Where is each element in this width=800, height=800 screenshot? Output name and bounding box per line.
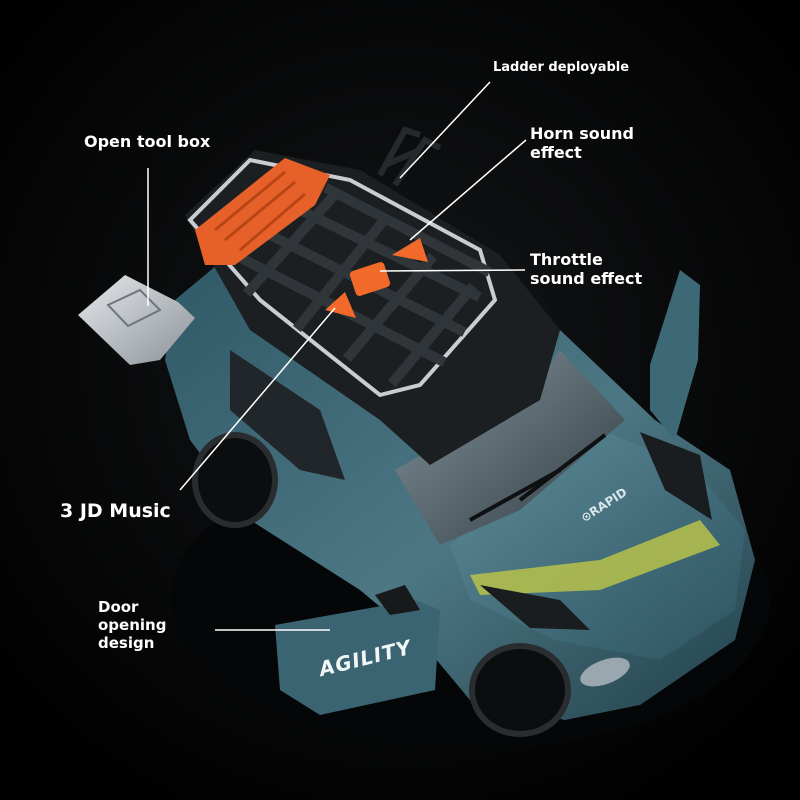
callout-music: 3 JD Music bbox=[60, 500, 171, 522]
callout-toolbox: Open tool box bbox=[84, 132, 211, 151]
rear-door-open bbox=[650, 270, 700, 440]
wiper-left bbox=[469, 468, 561, 522]
door-mirror bbox=[375, 585, 420, 615]
leader-line-ladder bbox=[399, 81, 491, 179]
hood-vent-left bbox=[480, 585, 590, 630]
ladder bbox=[377, 126, 442, 187]
wiper-right bbox=[518, 433, 607, 502]
tool-box-lid bbox=[78, 275, 195, 365]
leader-line-music bbox=[179, 307, 336, 491]
horn-button bbox=[392, 238, 428, 262]
windshield bbox=[395, 350, 625, 545]
hood-vent-right bbox=[640, 432, 712, 520]
leader-line-throttle bbox=[379, 269, 526, 272]
callout-door: Door opening design bbox=[98, 598, 167, 652]
leader-line-horn bbox=[409, 139, 527, 241]
callout-throttle: Throttle sound effect bbox=[530, 250, 643, 289]
side-window bbox=[230, 350, 345, 480]
headlight bbox=[580, 657, 630, 687]
hood-stripe bbox=[470, 520, 720, 595]
tool-box-lid-emboss bbox=[106, 288, 162, 328]
front-wheel bbox=[469, 643, 571, 737]
rear-wheel bbox=[192, 432, 278, 528]
callout-ladder: Ladder deployable bbox=[493, 60, 630, 75]
roof-tool-panel-ridges bbox=[214, 170, 306, 252]
front-door-open bbox=[275, 600, 440, 715]
callout-horn: Horn sound effect bbox=[530, 124, 634, 163]
